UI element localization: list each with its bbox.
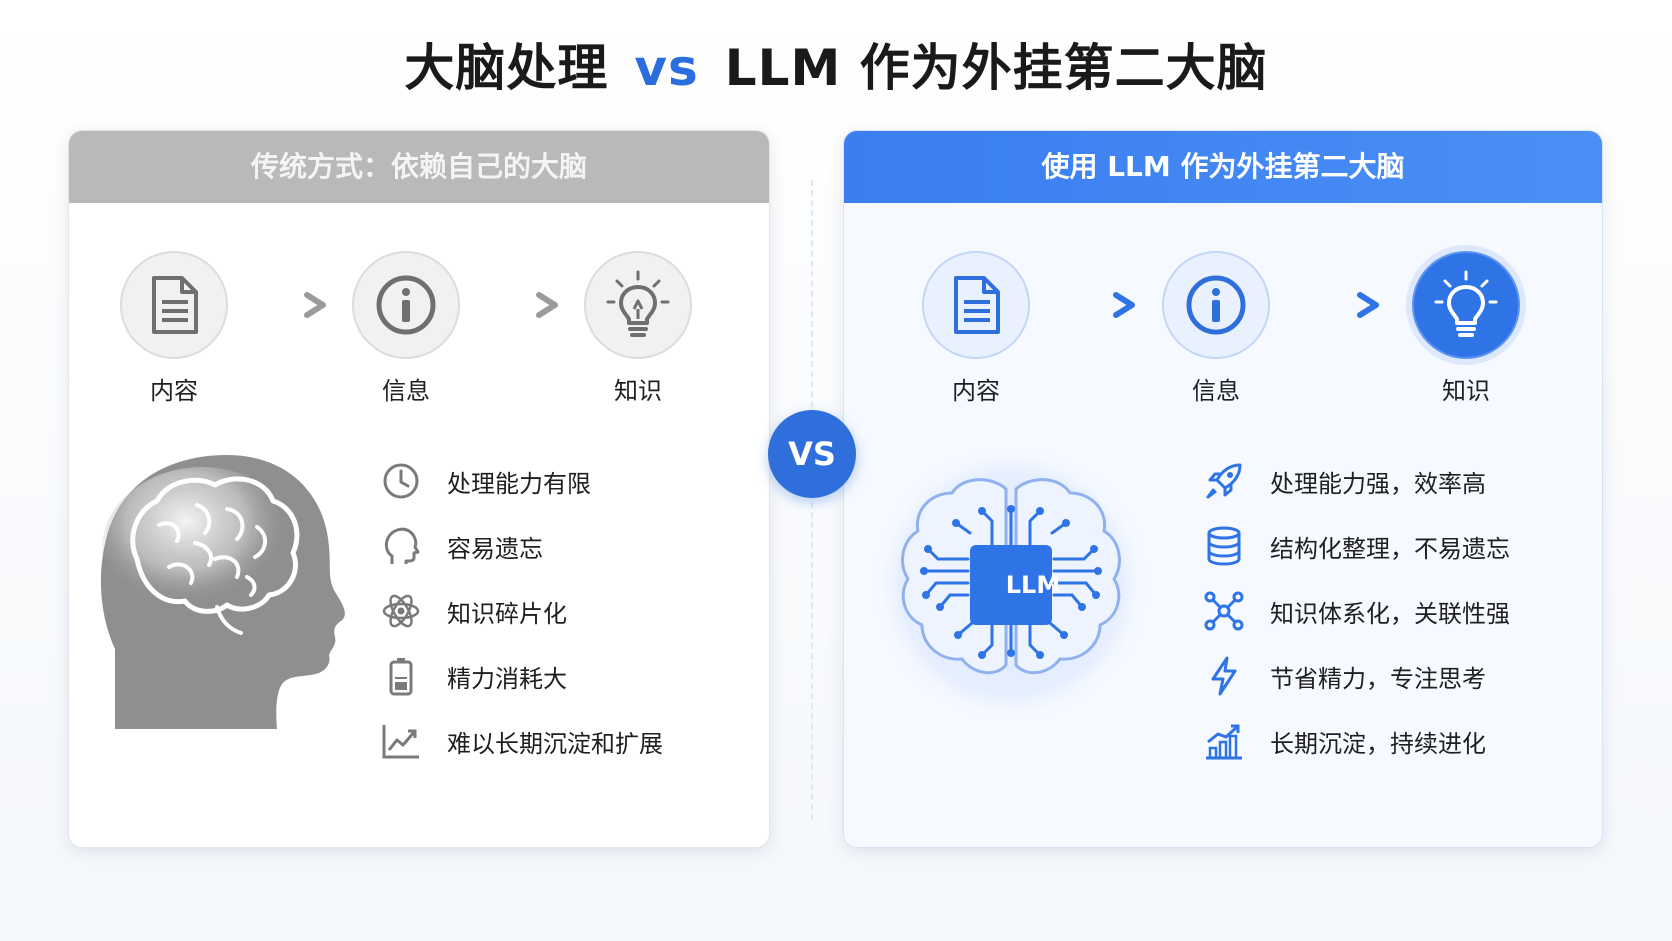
right-feature-text: 知识体系化，关联性强 bbox=[1270, 599, 1510, 628]
arrow-right-icon bbox=[489, 292, 558, 318]
right-feature-item: 处理能力强，效率高 bbox=[1202, 459, 1486, 503]
left-knowledge-label: 知识 bbox=[614, 377, 662, 405]
growth-chart-icon bbox=[1202, 719, 1246, 763]
right-knowledge-node bbox=[1412, 251, 1520, 359]
vs-badge: VS bbox=[768, 410, 856, 498]
right-feature-text: 长期沉淀，持续进化 bbox=[1270, 729, 1486, 758]
left-feature-item: 难以长期沉淀和扩展 bbox=[379, 719, 663, 763]
center-divider bbox=[811, 180, 813, 820]
llm-panel: 使用 LLM 作为外挂第二大脑 内容 信息 bbox=[843, 130, 1603, 848]
right-feature-item: 结构化整理，不易遗忘 bbox=[1202, 524, 1510, 568]
left-feature-item: 知识碎片化 bbox=[379, 589, 567, 633]
page-title: 大脑处理 vs LLM 作为外挂第二大脑 bbox=[0, 28, 1672, 100]
arrow-right-icon bbox=[1066, 292, 1135, 318]
right-feature-item: 长期沉淀，持续进化 bbox=[1202, 719, 1486, 763]
atom-icon bbox=[379, 589, 423, 633]
lightbulb-icon bbox=[606, 270, 670, 337]
llm-chip-label: LLM bbox=[1005, 571, 1061, 599]
traditional-panel: 传统方式：依赖自己的大脑 内容 信息 bbox=[68, 130, 770, 848]
document-icon bbox=[152, 276, 198, 334]
info-icon bbox=[376, 275, 436, 335]
battery-low-icon bbox=[379, 654, 423, 698]
traditional-panel-header: 传统方式：依赖自己的大脑 bbox=[69, 131, 769, 203]
left-feature-text: 容易遗忘 bbox=[447, 534, 543, 563]
arrow-right-icon bbox=[257, 292, 326, 318]
left-content-node bbox=[120, 251, 228, 359]
right-feature-item: 知识体系化，关联性强 bbox=[1202, 589, 1510, 633]
database-icon bbox=[1202, 524, 1246, 568]
right-feature-text: 节省精力，专注思考 bbox=[1270, 664, 1486, 693]
arrow-right-icon bbox=[1310, 292, 1379, 318]
right-info-node bbox=[1162, 251, 1270, 359]
document-icon bbox=[954, 276, 1000, 334]
right-info-label: 信息 bbox=[1192, 377, 1240, 405]
left-feature-item: 容易遗忘 bbox=[379, 524, 543, 568]
left-info-node bbox=[352, 251, 460, 359]
llm-panel-header: 使用 LLM 作为外挂第二大脑 bbox=[844, 131, 1602, 203]
left-feature-item: 处理能力有限 bbox=[379, 459, 591, 503]
trend-chart-icon bbox=[379, 719, 423, 763]
right-content-label: 内容 bbox=[952, 377, 1000, 405]
right-knowledge-label: 知识 bbox=[1442, 377, 1490, 405]
left-info-label: 信息 bbox=[382, 377, 430, 405]
left-feature-text: 处理能力有限 bbox=[447, 469, 591, 498]
left-feature-text: 难以长期沉淀和扩展 bbox=[447, 729, 663, 758]
left-feature-item: 精力消耗大 bbox=[379, 654, 567, 698]
right-feature-item: 节省精力，专注思考 bbox=[1202, 654, 1486, 698]
left-feature-text: 知识碎片化 bbox=[447, 599, 567, 628]
right-content-node bbox=[922, 251, 1030, 359]
llm-brain-illustration bbox=[873, 449, 1149, 719]
right-feature-text: 处理能力强，效率高 bbox=[1270, 469, 1486, 498]
rocket-icon bbox=[1202, 459, 1246, 503]
left-knowledge-node bbox=[584, 251, 692, 359]
lightbulb-icon bbox=[1434, 270, 1498, 337]
human-head-illustration bbox=[100, 455, 345, 729]
clock-icon bbox=[379, 459, 423, 503]
info-icon bbox=[1186, 275, 1246, 335]
title-left: 大脑处理 bbox=[404, 39, 609, 97]
left-content-label: 内容 bbox=[150, 377, 198, 405]
title-right: LLM 作为外挂第二大脑 bbox=[724, 39, 1268, 97]
left-feature-text: 精力消耗大 bbox=[447, 664, 567, 693]
right-feature-text: 结构化整理，不易遗忘 bbox=[1270, 534, 1510, 563]
network-icon bbox=[1202, 589, 1246, 633]
head-outline-icon bbox=[379, 524, 423, 568]
lightning-icon bbox=[1202, 654, 1246, 698]
title-vs: vs bbox=[634, 39, 699, 97]
